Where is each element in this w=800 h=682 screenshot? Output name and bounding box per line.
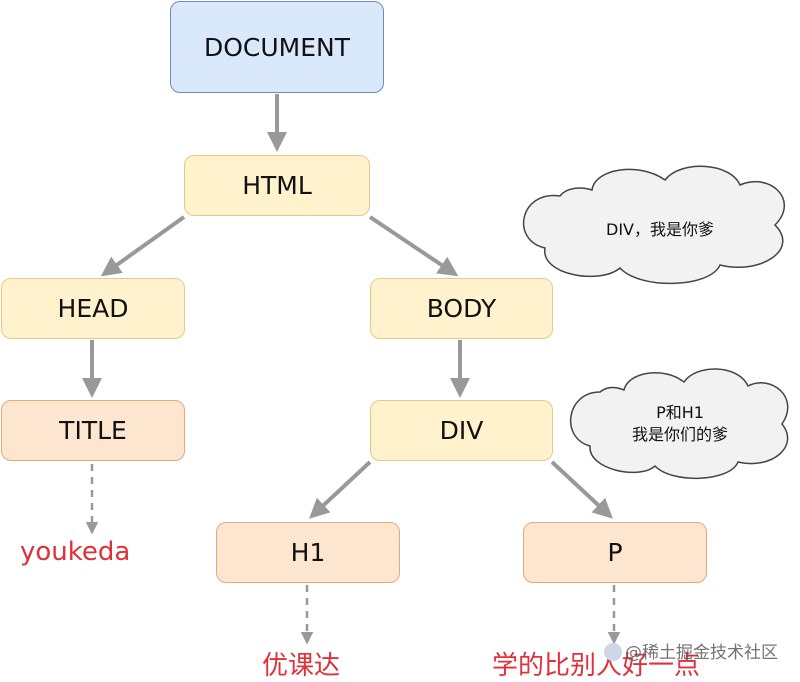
node-title-label: TITLE (59, 416, 127, 445)
watermark-text: @稀土掘金技术社区 (625, 643, 778, 663)
node-title: TITLE (1, 400, 185, 461)
node-div-label: DIV (439, 416, 484, 445)
node-div: DIV (370, 400, 553, 461)
node-document: DOCUMENT (170, 1, 384, 93)
node-h1: H1 (216, 522, 400, 583)
node-body: BODY (370, 278, 553, 339)
juejin-logo-icon (604, 643, 622, 661)
edge-div-h1 (309, 460, 372, 519)
edge-div-p (550, 460, 613, 519)
cloud-div-note-text: DIV，我是你爹 (606, 220, 714, 239)
cloud-p-h1-note-text: P和H1 我是你们的爹 (631, 403, 728, 444)
node-body-label: BODY (426, 294, 497, 323)
node-head: HEAD (1, 278, 185, 339)
leaf-p-text: 学的比别人好一点 (492, 651, 701, 681)
edge-html-head (100, 215, 186, 277)
edge-html-body (368, 215, 459, 277)
node-p: P (523, 522, 707, 583)
node-p-label: P (607, 538, 623, 567)
node-document-label: DOCUMENT (203, 32, 351, 62)
node-html-label: HTML (242, 171, 312, 200)
node-h1-label: H1 (290, 538, 326, 567)
node-head-label: HEAD (57, 294, 129, 323)
cloud-div-note (522, 165, 786, 285)
cloud-p-h1-note (569, 368, 789, 480)
leaf-h1-text: 优课达 (262, 651, 341, 681)
watermark: @稀土掘金技术社区 (604, 638, 778, 663)
node-html: HTML (184, 155, 370, 216)
leaf-title-text: youkeda (20, 537, 131, 567)
